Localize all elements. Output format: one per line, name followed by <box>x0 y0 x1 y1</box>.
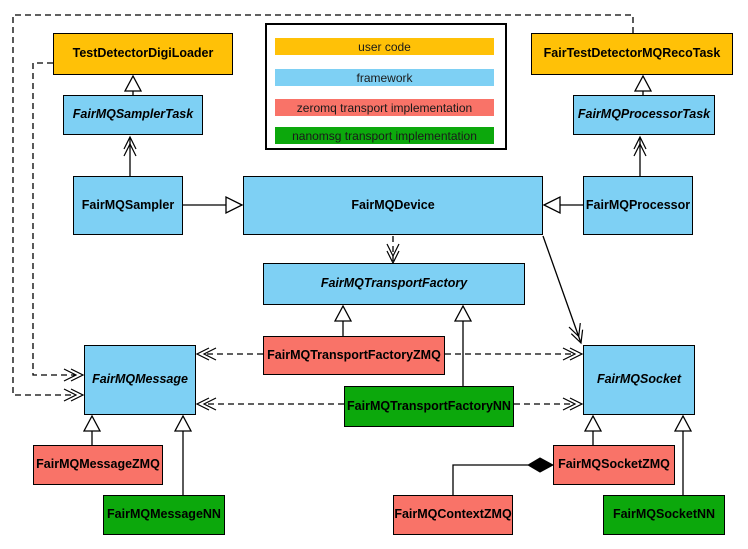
node-fairmqtransportfactorynn: FairMQTransportFactoryNN <box>344 386 514 427</box>
edge-contextzmq-socketzmq <box>452 457 555 495</box>
node-fairmqprocessortask: FairMQProcessorTask <box>573 95 715 135</box>
node-fairmqsocket: FairMQSocket <box>583 345 695 415</box>
legend-item-nanomsg: nanomsg transport implementation <box>275 127 494 144</box>
legend-item-user-code: user code <box>275 38 494 55</box>
edge-processor-processortask <box>633 135 647 176</box>
node-testdetectordigiloader: TestDetectorDigiLoader <box>53 33 233 75</box>
node-fairmqmessagezmq: FairMQMessageZMQ <box>33 445 163 485</box>
edge-sampler-samplertask <box>123 135 137 176</box>
node-fairmqtransportfactoryzmq: FairMQTransportFactoryZMQ <box>263 336 445 375</box>
node-fairmqtransportfactory: FairMQTransportFactory <box>263 263 525 305</box>
edge-socketzmq-socket <box>583 414 603 445</box>
edge-processortask-recotask <box>633 74 653 95</box>
legend-label: nanomsg transport implementation <box>292 128 477 143</box>
node-fairtestdetectormqrecotask: FairTestDetectorMQRecoTask <box>531 33 733 75</box>
node-fairmqcontextzmq: FairMQContextZMQ <box>393 495 513 535</box>
edge-factorynn-factory <box>453 304 473 386</box>
edge-socketnn-socket <box>673 414 693 495</box>
edge-digiloader-message <box>32 62 85 382</box>
node-fairmqsamplertask: FairMQSamplerTask <box>63 95 203 135</box>
legend-label: zeromq transport implementation <box>296 100 473 115</box>
edge-factoryzmq-message <box>195 347 263 361</box>
edge-sampler-device <box>183 195 244 215</box>
node-fairmqdevice: FairMQDevice <box>243 176 543 235</box>
edge-samplertask-digiloader <box>123 74 143 95</box>
edge-factorynn-socket <box>514 397 584 411</box>
node-fairmqsocketnn: FairMQSocketNN <box>603 495 725 535</box>
edge-messagezmq-message <box>82 414 102 445</box>
node-fairmqmessagenn: FairMQMessageNN <box>103 495 225 535</box>
edge-processor-device <box>542 195 583 215</box>
legend-label: framework <box>356 70 413 85</box>
edge-messagenn-message <box>173 414 193 495</box>
edge-device-transportfactory <box>386 236 400 265</box>
node-fairmqsampler: FairMQSampler <box>73 176 183 235</box>
node-fairmqsocketzmq: FairMQSocketZMQ <box>553 445 675 485</box>
edge-device-socket <box>542 235 584 345</box>
edge-factoryzmq-socket <box>445 347 584 361</box>
legend-item-zeromq: zeromq transport implementation <box>275 99 494 116</box>
edge-factoryzmq-factory <box>333 304 353 336</box>
edge-recotask-message <box>12 14 634 402</box>
edge-factorynn-message <box>195 397 344 411</box>
node-fairmqprocessor: FairMQProcessor <box>583 176 693 235</box>
legend-item-framework: framework <box>275 69 494 86</box>
legend: user code framework zeromq transport imp… <box>265 23 507 150</box>
node-fairmqmessage: FairMQMessage <box>84 345 196 415</box>
legend-label: user code <box>358 39 411 54</box>
